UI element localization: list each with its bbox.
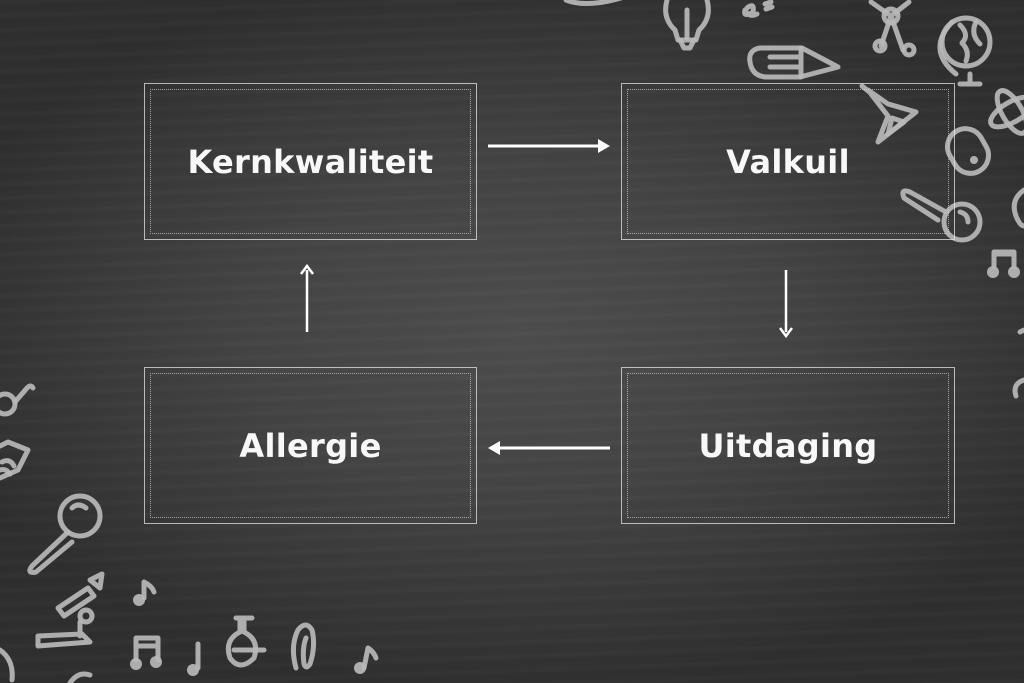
node-label: Uitdaging	[698, 426, 878, 465]
book-icon	[0, 439, 31, 481]
node-allergie: Allergie	[144, 367, 477, 524]
letter-e-icon	[742, 0, 775, 18]
music-note-icon-right	[987, 249, 1020, 278]
music-notes-icon	[130, 635, 162, 670]
node-valkuil: Valkuil	[621, 83, 955, 240]
magnifier-icon-left	[27, 493, 103, 575]
arrow-left-icon	[488, 441, 610, 455]
node-label: Allergie	[239, 426, 382, 465]
music-note-icon-1	[133, 579, 157, 606]
flask-icon-left	[225, 615, 267, 668]
lightbulb-icon	[663, 0, 711, 51]
microscope-icon	[35, 571, 105, 649]
music-note-icon-3	[354, 645, 379, 674]
arrow-down-icon	[779, 270, 793, 339]
globe-icon	[937, 15, 993, 87]
paperclip-icon	[290, 622, 317, 671]
atom-icon	[988, 88, 1024, 136]
paperclip-icon-left-edge	[0, 647, 93, 683]
arrow-up-icon	[300, 263, 314, 332]
arrow-right-icon	[488, 139, 610, 153]
pencil-icon	[747, 45, 841, 80]
partial-icon-right-edge	[1011, 187, 1024, 399]
music-note-icon-2	[187, 641, 201, 676]
node-label: Valkuil	[726, 142, 850, 181]
node-label: Kernkwaliteit	[187, 142, 434, 181]
node-kernkwaliteit: Kernkwaliteit	[144, 83, 477, 240]
pencil-icon-top	[563, 0, 623, 6]
node-uitdaging: Uitdaging	[621, 367, 955, 524]
molecule-icon	[868, 0, 917, 58]
glasses-icon	[0, 383, 36, 417]
